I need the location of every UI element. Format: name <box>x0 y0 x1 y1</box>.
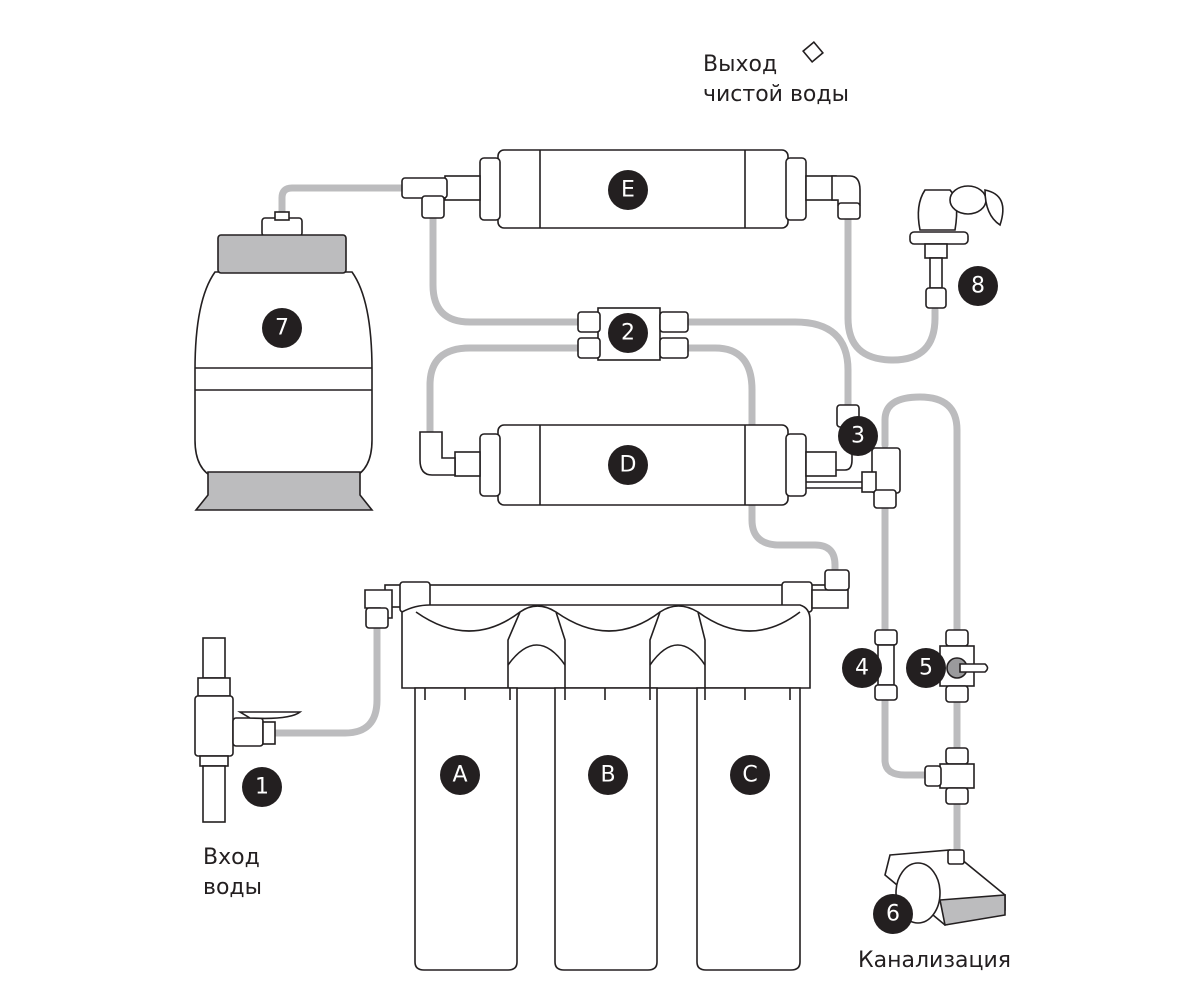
badge-label: 5 <box>919 656 933 681</box>
flush-valve-5 <box>939 629 989 703</box>
tubes <box>271 184 961 859</box>
tube-e-to-2 <box>429 211 582 326</box>
badge-4: 4 <box>842 648 882 688</box>
badge-a: A <box>440 755 480 795</box>
drain-tee <box>924 747 975 805</box>
housing-b <box>554 687 658 971</box>
badge-label: A <box>452 763 467 788</box>
badge-label: B <box>600 763 615 788</box>
badge-d: D <box>608 445 648 485</box>
badge-label: D <box>620 453 637 478</box>
tee-fitting <box>861 447 901 509</box>
tube-flow-restrictor <box>881 501 932 779</box>
tube-tank-to-e <box>278 184 406 222</box>
badge-1: 1 <box>242 767 282 807</box>
water-in-label: Вход воды <box>203 843 262 903</box>
flow-restrictor-4 <box>874 629 898 701</box>
tube-2-to-c <box>684 344 839 576</box>
badge-label: 3 <box>851 424 865 449</box>
prefilter-block <box>364 569 850 971</box>
label-line: воды <box>203 875 263 900</box>
label-line: Выход <box>703 52 778 77</box>
badge-8: 8 <box>958 266 998 306</box>
badge-7: 7 <box>262 308 302 348</box>
badge-label: C <box>742 763 757 788</box>
housing-c <box>696 687 801 971</box>
clean-water-out-label: Выход чистой воды <box>703 50 849 110</box>
badge-label: E <box>621 178 635 203</box>
badge-e: E <box>608 170 648 210</box>
tube-inlet <box>271 624 381 737</box>
label-line: Вход <box>203 845 260 870</box>
inlet-valve <box>194 637 303 823</box>
badge-6: 6 <box>873 894 913 934</box>
badge-label: 2 <box>621 321 635 346</box>
housing-a <box>414 687 518 971</box>
tube-2-to-d <box>426 344 582 436</box>
badge-label: 7 <box>275 316 289 341</box>
badge-label: 4 <box>855 656 869 681</box>
badge-label: 6 <box>886 902 900 927</box>
tube-2-to-3 <box>684 318 852 409</box>
storage-tank <box>194 211 374 511</box>
badge-2: 2 <box>608 313 648 353</box>
badge-c: C <box>730 755 770 795</box>
label-line: чистой воды <box>703 82 849 107</box>
badge-3: 3 <box>838 416 878 456</box>
badge-b: B <box>588 755 628 795</box>
faucet <box>802 26 1004 309</box>
badge-label: 1 <box>255 775 269 800</box>
tube-drain-loop <box>881 393 961 644</box>
badge-5: 5 <box>906 648 946 688</box>
filter-e <box>401 149 861 229</box>
drain-label: Канализация <box>858 948 1012 973</box>
badge-label: 8 <box>971 274 985 299</box>
tube-e-to-faucet <box>844 211 939 364</box>
